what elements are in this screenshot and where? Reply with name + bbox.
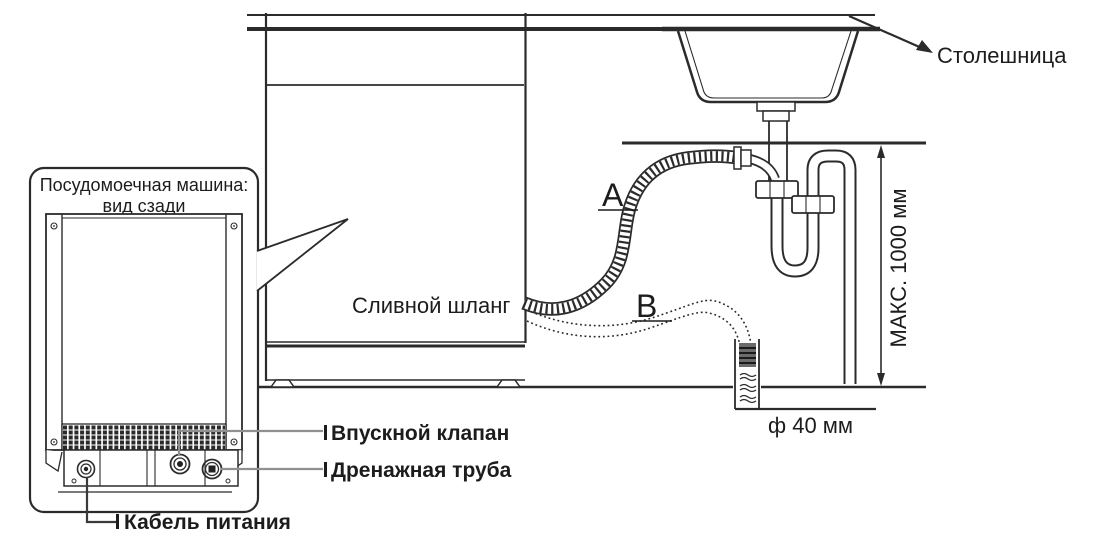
rear-view-callout: Посудомоечная машина: вид сзади (28, 166, 349, 514)
power-cable-label: Кабель питания (124, 511, 291, 534)
leader-tick (324, 462, 327, 477)
arrowhead (916, 40, 933, 53)
inlet-valve-leader (177, 429, 323, 456)
drain-hose-label: Сливной шланг (352, 293, 510, 318)
dishwasher-foot-left (269, 379, 296, 388)
dimension-arrow-top (877, 145, 885, 158)
countertop-label: Столешница (937, 43, 1067, 68)
part-labels: Впускной клапан Дренажная труба Кабель п… (85, 422, 512, 534)
hose-fitting (740, 149, 752, 167)
hose-fitting-flange (733, 146, 742, 170)
height-dimension: МАКС. 1000 мм (877, 145, 911, 386)
dimension-arrow-bottom (877, 373, 885, 386)
sink-drain-fitting (762, 110, 790, 122)
sink-drain-flange (756, 101, 796, 112)
drain-pipe-label: Дренажная труба (331, 459, 512, 482)
rear-view-title-line2: вид сзади (103, 196, 186, 216)
max-height-label: МАКС. 1000 мм (886, 189, 911, 348)
drain-pipe-connector (201, 458, 223, 480)
dishwasher-rear-view (45, 213, 243, 493)
drain-hose-option-b (526, 299, 752, 352)
water-waves (739, 372, 757, 404)
pipe-diameter-label: ф 40 мм (768, 413, 853, 438)
hose-option-labels: A B (598, 177, 672, 324)
option-a-label: A (602, 177, 624, 213)
bracket-left (45, 450, 63, 473)
inlet-valve-connector (169, 453, 191, 475)
trap-nuts (755, 180, 835, 214)
sink (662, 26, 880, 181)
power-cable-leader (85, 477, 116, 524)
dishwasher-foot-right (495, 379, 522, 388)
drain-trap (748, 149, 857, 384)
corrugated-drain-hose (521, 146, 752, 316)
rear-view-title-line1: Посудомоечная машина: (40, 175, 249, 195)
leader-tick (116, 514, 119, 529)
inlet-valve-label: Впускной клапан (331, 422, 509, 445)
screws (50, 222, 238, 446)
countertop-callout: Столешница (848, 14, 1067, 68)
ventilation-mesh (61, 423, 227, 451)
standpipe (734, 339, 876, 411)
callout-tail (256, 218, 349, 292)
dishwasher-side-view (264, 13, 527, 388)
option-b-label: B (636, 288, 657, 324)
leader-tick (324, 425, 327, 440)
